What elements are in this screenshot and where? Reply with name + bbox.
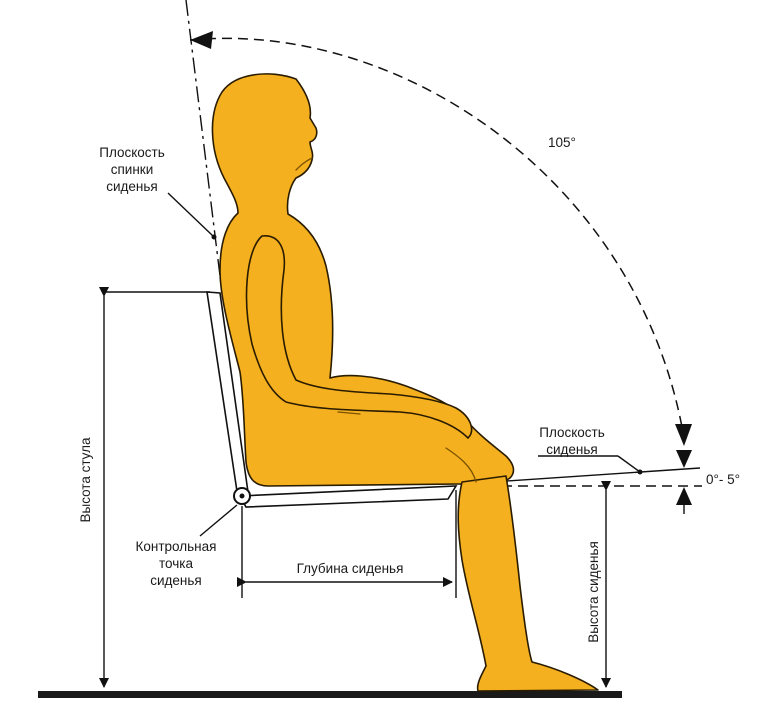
seat-angle-arrow-bottom — [676, 487, 692, 505]
arc-arrow-head-top — [190, 31, 213, 49]
angle-105-label: 105° — [548, 135, 576, 150]
backrest-label-pointer — [167, 192, 214, 237]
reference-point-pointer — [199, 504, 238, 537]
seat-reference-point-center — [239, 493, 245, 499]
backrest-plane-label-line1: Плоскость — [99, 145, 165, 160]
floor-line — [38, 691, 622, 698]
chair-seat — [238, 485, 458, 508]
seat-height-label: Высота сиденья — [586, 541, 601, 643]
backrest-plane-label-line2: спинки — [111, 162, 154, 177]
seat-depth-label: Глубина сиденья — [297, 561, 404, 576]
seat-angle-label: 0°- 5° — [706, 472, 740, 487]
seat-plane-label-pointer-2 — [617, 455, 641, 473]
arc-arrow-head-bottom — [675, 424, 692, 446]
seat-plane-label-line1: Плоскость — [539, 425, 605, 440]
backrest-point — [211, 234, 217, 240]
chair-height-label: Высота стула — [78, 437, 93, 523]
seat-plane-label-line2: сиденья — [546, 442, 597, 457]
seat-plane-point — [637, 469, 643, 475]
angle-105-arc — [189, 37, 685, 439]
reference-point-label-line3: сиденья — [150, 573, 201, 588]
backrest-plane-label-line3: сиденья — [106, 179, 157, 194]
backrest-plane-line — [185, 0, 223, 293]
seat-angle-arrow-top — [676, 450, 692, 468]
seated-person-figure — [211, 73, 599, 692]
reference-point-label-line1: Контрольная — [136, 539, 217, 554]
reference-point-label-line2: точка — [159, 556, 193, 571]
